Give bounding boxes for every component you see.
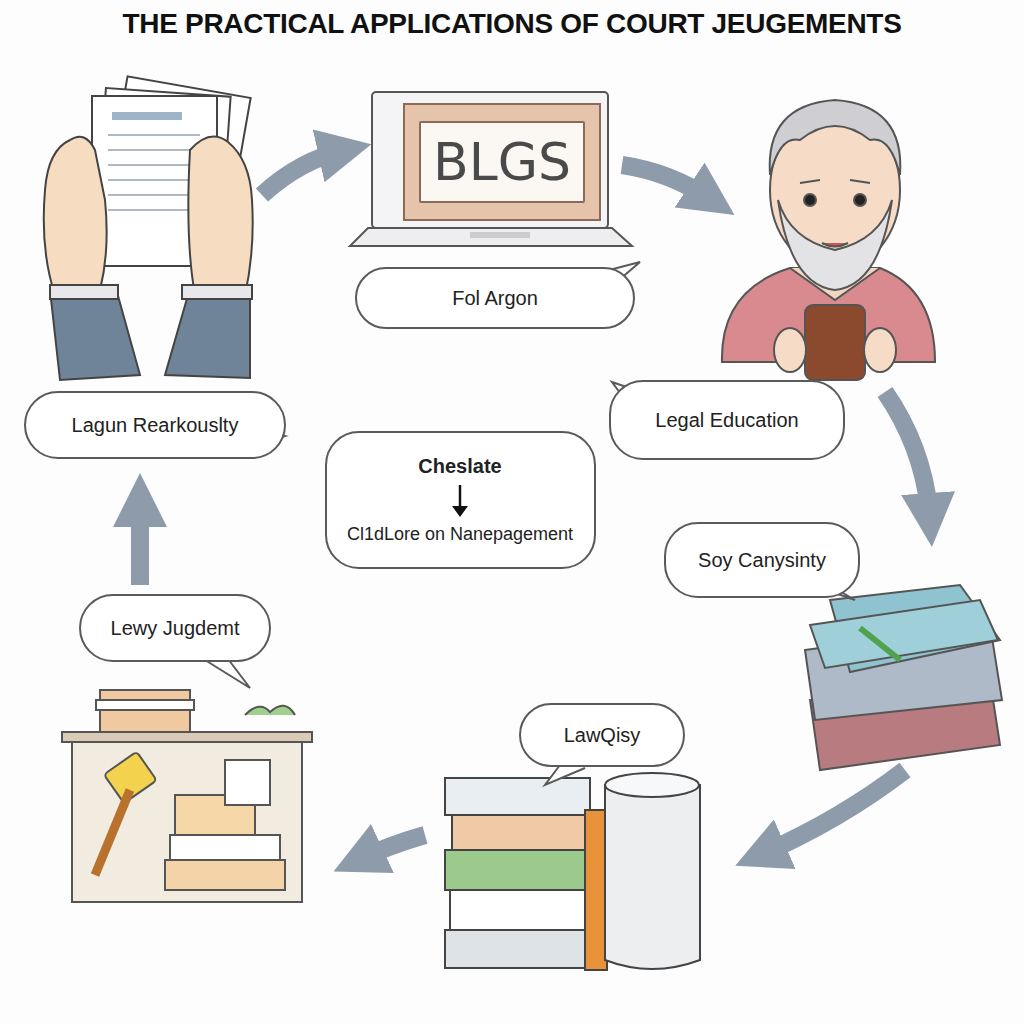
bubble-heading: Legal Education	[655, 409, 798, 432]
bubble-heading: Cheslate	[418, 455, 501, 478]
bubble-heading: Lagun Rearkouslty	[72, 414, 239, 437]
bubble-heading: Fol Argon	[452, 287, 538, 310]
old-man-with-gavel	[722, 100, 935, 380]
bubble-heading: Lewy Jugdemt	[111, 617, 240, 640]
speech-bubble: CheslateCl1dLore on Nanepagement	[325, 431, 596, 569]
bubble-heading: BLGS	[433, 132, 571, 192]
speech-bubble: Lagun Rearkouslty	[24, 391, 286, 459]
laptop	[350, 92, 632, 246]
hands-with-papers	[44, 76, 253, 380]
book-stack-right	[805, 585, 1002, 770]
down-arrow	[448, 482, 472, 520]
bubble-heading: Soy Canysinty	[698, 549, 826, 572]
bubble-heading: LawQisy	[564, 724, 641, 747]
screen-label: BLGS	[419, 121, 585, 203]
diagram-title: THE PRACTICAL APPLICATIONS OF COURT JEUG…	[0, 8, 1024, 40]
speech-bubble: Fol Argon	[355, 267, 635, 329]
speech-bubble: Legal Education	[609, 380, 845, 460]
speech-bubble: LawQisy	[519, 703, 685, 767]
speech-bubble: Soy Canysinty	[664, 522, 860, 598]
desk-with-gavel	[62, 690, 312, 902]
book-stack-centre	[445, 773, 700, 970]
speech-bubble: Lewy Jugdemt	[79, 594, 271, 662]
bubble-text: Cl1dLore on Nanepagement	[347, 524, 573, 545]
